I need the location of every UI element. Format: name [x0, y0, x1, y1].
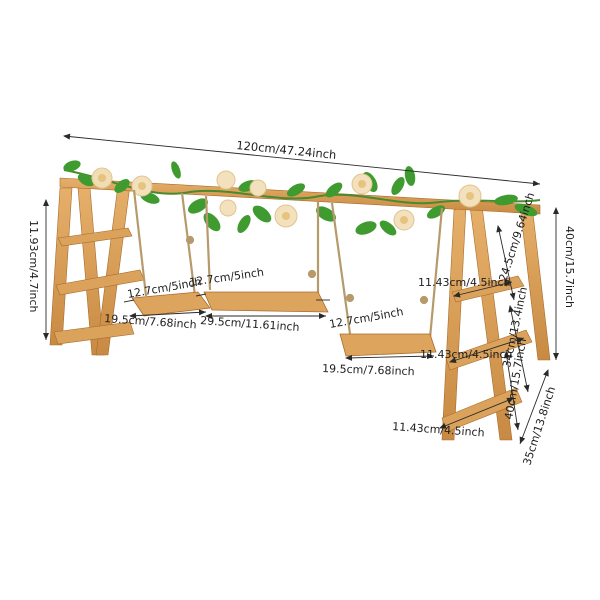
- label-overall-height: 40cm/15.7inch: [563, 226, 576, 308]
- dimension-lines: [43, 133, 559, 445]
- left-shelf-board-bottom: [53, 321, 135, 345]
- swing-ropes: [132, 189, 444, 339]
- flower-vine-garland: [63, 160, 541, 236]
- left-shelf-back-leg: [49, 187, 73, 346]
- label-swing-small-left: 19.5cm/7.68inch: [104, 312, 197, 331]
- swing-seats: [131, 291, 437, 357]
- label-swing-rope-middle: 12.7cm/5inch: [189, 266, 265, 289]
- label-left-shelf-step: 11.93cm/4.7inch: [27, 220, 40, 313]
- label-swing-rope-right: 12.7cm/5inch: [328, 305, 404, 331]
- label-right-shelf-depth-mid: 11.43cm/4.5inch: [420, 348, 513, 361]
- top-beam: [59, 177, 541, 215]
- swing-seat-middle: [203, 291, 329, 313]
- label-right-shelf-depth-bottom: 11.43cm/4.5inch: [392, 420, 485, 439]
- label-swing-large: 29.5cm/11.61inch: [200, 314, 300, 334]
- right-shelf-unit: [441, 204, 551, 441]
- left-shelf-board-top: [57, 227, 133, 247]
- left-shelf-unit: [49, 184, 145, 356]
- label-base-depth: 35cm/13.8inch: [520, 385, 558, 467]
- label-right-shelf-depth-top: 11.43cm/4.5inch: [418, 276, 511, 289]
- swing-seat-right: [339, 333, 437, 357]
- right-shelf-back-leg: [441, 205, 467, 441]
- label-swing-small-right: 19.5cm/7.68inch: [322, 362, 415, 378]
